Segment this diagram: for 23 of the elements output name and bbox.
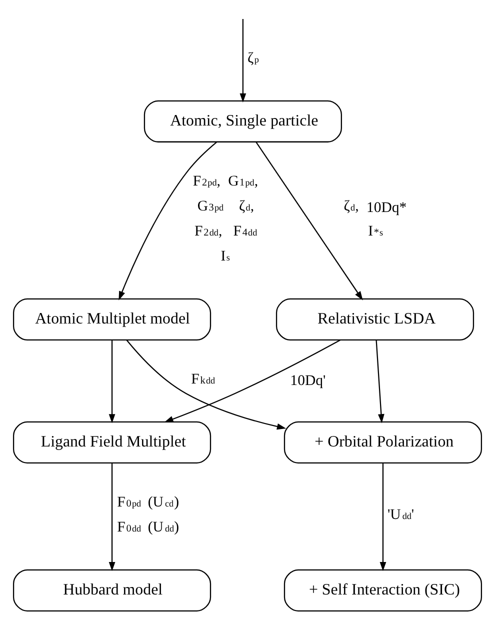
edge-label: 'Udd': [387, 506, 414, 523]
arrow: [108, 462, 115, 571]
node-box: Hubbard model: [12, 568, 211, 611]
node-box: Relativistic LSDA: [275, 298, 474, 340]
edge-label: Fkdd: [190, 371, 215, 388]
node-box: + Orbital Polarization: [283, 420, 482, 463]
arrow: [255, 141, 362, 300]
arrow: [164, 339, 340, 422]
node-box: Atomic Multiplet model: [12, 298, 211, 340]
edge-label: ζd, 10Dq* I*s: [343, 198, 406, 240]
arrow: [108, 340, 115, 423]
edge-label: ζp: [247, 50, 258, 66]
arrow: [379, 462, 386, 571]
arrow: [118, 141, 216, 300]
arrow: [375, 339, 384, 423]
arrow: [239, 18, 246, 102]
node-box: + Self Interaction (SIC): [283, 568, 482, 611]
node-box: Ligand Field Multiplet: [12, 420, 211, 463]
edge-label: 10Dq': [290, 372, 326, 388]
edge-label: F2pd, G1pd, G3pd ζd, F2dd, F4dd Is: [192, 173, 258, 264]
arrow: [126, 339, 286, 430]
edge-label: F0pd (Ucd) F0dd (Udd): [116, 494, 179, 536]
node-box: Atomic, Single particle: [143, 100, 342, 142]
